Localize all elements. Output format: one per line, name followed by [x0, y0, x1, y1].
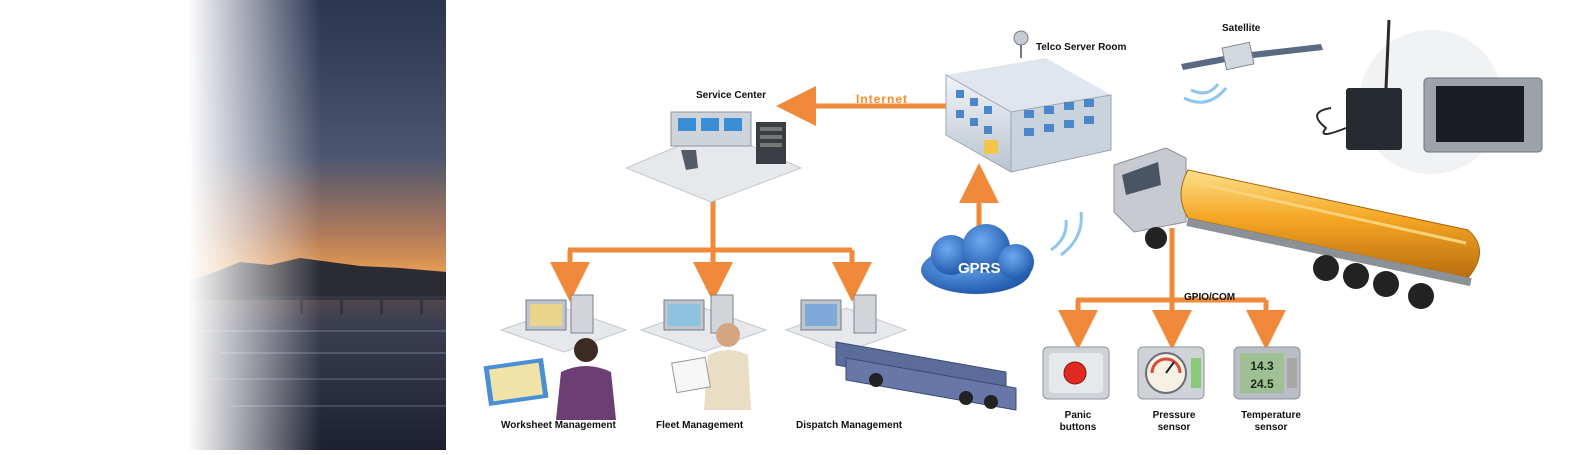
temperature-sensor-device: 14.3 24.5 — [1233, 346, 1301, 400]
panic-label-line1: Panic — [1064, 410, 1092, 421]
fleet-telematics-diagram: 14.3 24.5 Telco Server Room Satellite Se… — [446, 0, 1591, 450]
temperature-label-line1: Temperature — [1241, 410, 1301, 421]
dispatch-trucks — [835, 341, 1017, 411]
gprs-label: GPRS — [958, 260, 1001, 277]
fleet-management-label: Fleet Management — [656, 420, 744, 431]
tracker-device-illustration — [1316, 19, 1543, 174]
fleet-workstation-illustration — [639, 294, 768, 410]
telco-building-illustration — [945, 30, 1112, 173]
satellite-label: Satellite — [1222, 23, 1261, 34]
temperature-readout-bottom: 24.5 — [1250, 377, 1274, 391]
dispatch-management-label: Dispatch Management — [796, 420, 903, 431]
service-center-label: Service Center — [696, 90, 767, 101]
panic-label-line2: buttons — [1059, 422, 1097, 433]
gprs-cloud — [921, 211, 1083, 294]
tanker-truck-illustration — [1113, 147, 1480, 309]
internet-label: Internet — [856, 92, 909, 106]
panic-button-device — [1042, 346, 1110, 400]
worksheet-management-label: Worksheet Management — [501, 420, 616, 431]
pressure-label-line2: sensor — [1157, 422, 1191, 433]
panic-buttons-label: Panic buttons — [1058, 410, 1098, 434]
pressure-label-line1: Pressure — [1152, 410, 1196, 421]
pressure-sensor-label: Pressure sensor — [1149, 410, 1199, 434]
temperature-readout-top: 14.3 — [1250, 359, 1274, 373]
satellite-illustration — [1181, 41, 1323, 104]
diagram-graphics: 14.3 24.5 — [483, 19, 1543, 420]
dispatch-workstation-illustration — [784, 294, 1017, 411]
sunset-photo-panel — [0, 0, 446, 450]
connector-lines — [550, 86, 1286, 350]
temperature-sensor-label: Temperature sensor — [1236, 410, 1306, 434]
gpio-com-label: GPIO/COM — [1184, 292, 1236, 303]
pressure-sensor-device — [1137, 346, 1205, 400]
worksheet-workstation-illustration — [483, 294, 628, 420]
telco-server-room-label: Telco Server Room — [1036, 42, 1127, 53]
temperature-label-line2: sensor — [1254, 422, 1288, 433]
service-center-illustration — [624, 111, 803, 203]
sunset-photo — [0, 0, 446, 450]
